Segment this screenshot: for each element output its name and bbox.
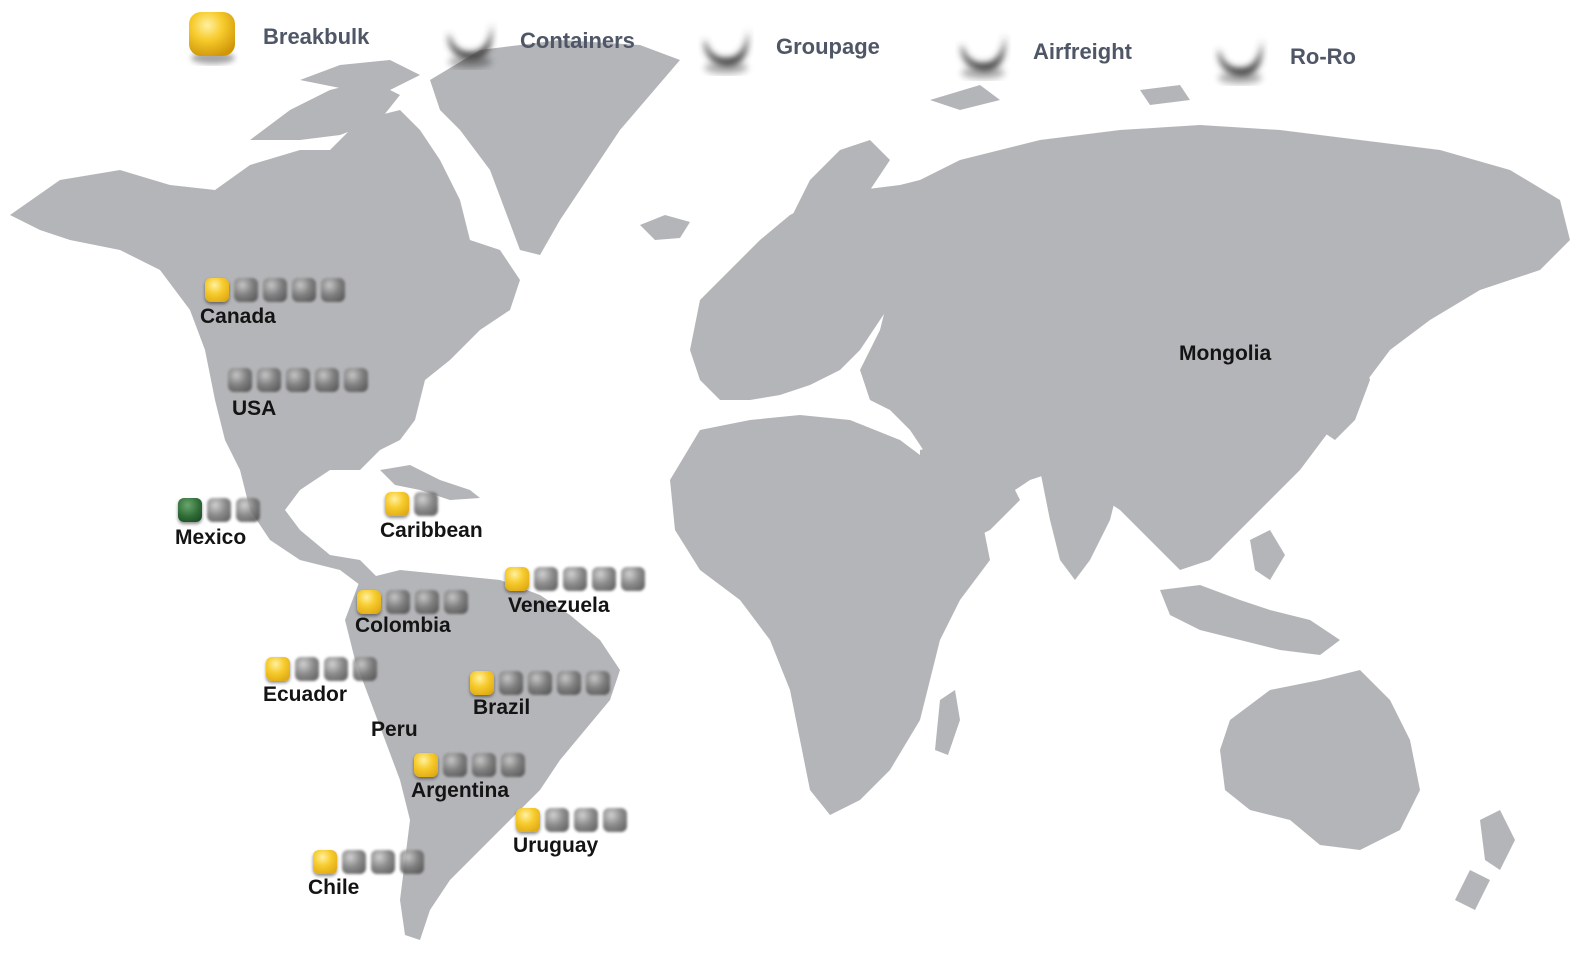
service-marker-gray xyxy=(315,368,339,392)
japan-landmass xyxy=(1320,345,1370,440)
service-marker-gray xyxy=(472,753,496,777)
service-marker-gray xyxy=(545,808,569,832)
service-marker-gray xyxy=(295,657,319,681)
service-marker-gray xyxy=(574,808,598,832)
country-label: Caribbean xyxy=(380,519,483,542)
service-marker-yellow xyxy=(385,492,409,516)
north-america-landmass xyxy=(10,110,520,585)
service-marker-yellow xyxy=(266,657,290,681)
service-marker-gray xyxy=(236,498,260,522)
arctic-russia-islands-landmass xyxy=(930,85,1190,110)
service-marker-yellow xyxy=(505,567,529,591)
gray-square-icon xyxy=(698,20,754,74)
service-marker-gray xyxy=(321,278,345,302)
service-marker-gray xyxy=(415,590,439,614)
service-marker-gray xyxy=(344,368,368,392)
iceland-landmass xyxy=(640,215,690,240)
legend-label: Groupage xyxy=(776,34,880,59)
gray-square-icon xyxy=(1212,30,1268,84)
service-marker-yellow xyxy=(205,278,229,302)
service-marker-yellow xyxy=(470,671,494,695)
gray-square-icon xyxy=(442,14,498,68)
service-marker-gray xyxy=(207,498,231,522)
service-marker-gray xyxy=(342,850,366,874)
service-marker-gray xyxy=(586,671,610,695)
country-label: Uruguay xyxy=(513,834,599,857)
country-label: Colombia xyxy=(355,614,451,637)
country-label: Canada xyxy=(200,305,276,328)
service-marker-yellow xyxy=(414,753,438,777)
southeast-asia-landmass xyxy=(1160,530,1340,655)
service-marker-green xyxy=(178,498,202,522)
service-marker-gray xyxy=(257,368,281,392)
service-marker-gray xyxy=(263,278,287,302)
service-marker-yellow xyxy=(516,808,540,832)
service-marker-gray xyxy=(324,657,348,681)
service-marker-gray xyxy=(234,278,258,302)
service-marker-gray xyxy=(286,368,310,392)
asia-landmass xyxy=(860,125,1570,570)
service-marker-gray xyxy=(563,567,587,591)
country-label: Mexico xyxy=(175,526,247,549)
madagascar-landmass xyxy=(935,690,960,755)
region-label-peru: Peru xyxy=(371,718,418,741)
caribbean-landmass xyxy=(380,465,480,500)
service-marker-gray xyxy=(228,368,252,392)
greenland-landmass xyxy=(430,40,680,255)
service-marker-gray xyxy=(534,567,558,591)
arctic-islands-landmass xyxy=(250,60,420,140)
service-marker-gray xyxy=(528,671,552,695)
service-marker-gray xyxy=(557,671,581,695)
new-zealand-landmass xyxy=(1455,810,1515,910)
service-marker-yellow xyxy=(357,590,381,614)
australia-landmass xyxy=(1220,670,1420,850)
service-marker-gray xyxy=(603,808,627,832)
service-marker-gray xyxy=(621,567,645,591)
service-marker-gray xyxy=(371,850,395,874)
service-marker-gray xyxy=(353,657,377,681)
india-landmass xyxy=(1040,460,1120,580)
legend-label: Containers xyxy=(520,28,635,53)
service-marker-gray xyxy=(444,590,468,614)
service-marker-yellow xyxy=(313,850,337,874)
country-label: USA xyxy=(232,397,277,420)
service-marker-gray xyxy=(592,567,616,591)
arabia-landmass xyxy=(920,440,1020,545)
country-label: Venezuela xyxy=(508,594,610,617)
country-label: Chile xyxy=(308,876,360,899)
service-marker-gray xyxy=(400,850,424,874)
africa-landmass xyxy=(670,415,990,815)
service-marker-gray xyxy=(501,753,525,777)
yellow-square-icon xyxy=(185,10,241,64)
scandinavia-landmass xyxy=(790,140,890,255)
gray-square-icon xyxy=(955,25,1011,79)
legend-label: Airfreight xyxy=(1033,39,1132,64)
service-marker-gray xyxy=(414,492,438,516)
country-label: Argentina xyxy=(411,779,510,802)
service-marker-gray xyxy=(499,671,523,695)
service-marker-gray xyxy=(443,753,467,777)
service-marker-gray xyxy=(386,590,410,614)
legend-label: Breakbulk xyxy=(263,24,370,49)
country-label: Brazil xyxy=(473,696,531,719)
service-marker-gray xyxy=(292,278,316,302)
region-label-mongolia: Mongolia xyxy=(1179,342,1272,365)
legend-label: Ro-Ro xyxy=(1290,44,1356,69)
country-label: Ecuador xyxy=(263,683,348,706)
